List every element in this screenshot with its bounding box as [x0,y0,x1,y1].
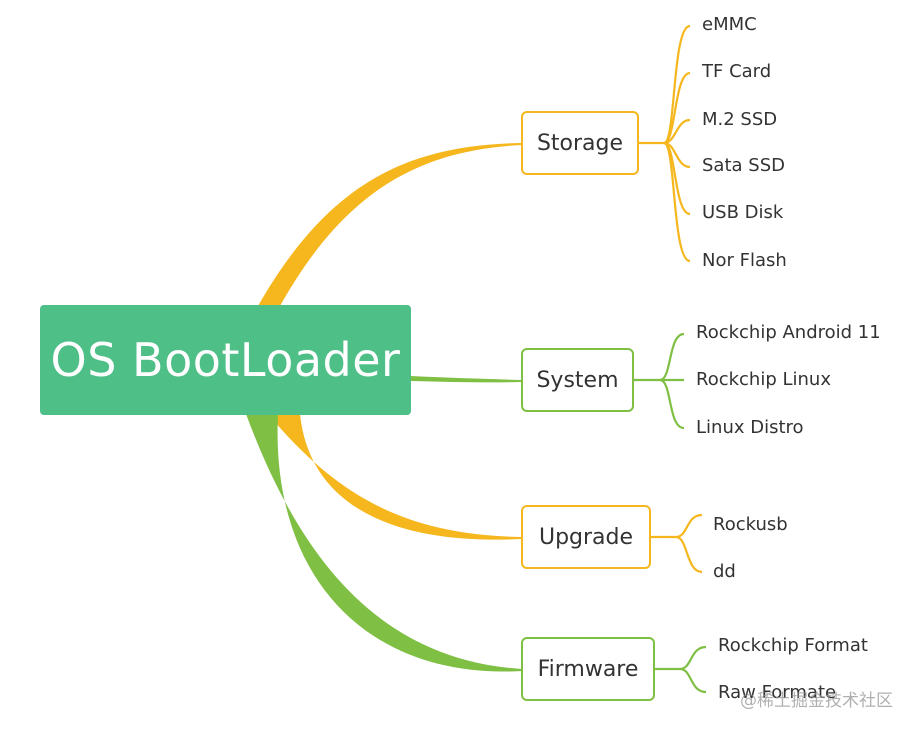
connector-upgrade [268,414,522,540]
leaf-storage-usb-disk: USB Disk [702,202,784,223]
system-leaf-brackets [633,332,685,430]
leaf-firmware-raw-formate: Raw Formate [718,682,837,703]
leaf-storage-m2-ssd: M.2 SSD [702,109,778,130]
storage-leaf-brackets [638,24,691,263]
branch-upgrade: Upgrade [521,505,651,569]
branch-system-label: System [536,367,619,393]
root-node: OS BootLoader [40,305,411,415]
branch-upgrade-label: Upgrade [538,524,634,550]
branch-storage: Storage [521,111,639,175]
leaf-firmware-rockchip-format: Rockchip Format [718,635,868,656]
watermark: @稀土掘金技术社区 [740,691,893,711]
firmware-leaf-brackets [654,645,707,694]
leaf-system-linux: Rockchip Linux [696,369,831,390]
branch-firmware-label: Firmware [537,656,639,682]
branch-storage-label: Storage [536,130,624,156]
leaf-upgrade-dd: dd [713,561,736,582]
connector-storage [258,143,522,306]
leaf-storage-sata-ssd: Sata SSD [702,155,785,176]
leaf-upgrade-rockusb: Rockusb [713,514,788,535]
leaf-storage-nor-flash: Nor Flash [702,250,787,271]
connector-firmware [246,414,522,672]
leaf-storage-emmc: eMMC [702,14,757,35]
connector-system [411,376,522,383]
upgrade-leaf-brackets [650,513,703,574]
branch-firmware: Firmware [521,637,655,701]
leaf-storage-tf-card: TF Card [702,61,772,82]
root-label: OS BootLoader [50,333,401,387]
leaf-system-android: Rockchip Android 11 [696,322,881,343]
branch-system: System [521,348,634,412]
leaf-system-distro: Linux Distro [696,417,804,438]
